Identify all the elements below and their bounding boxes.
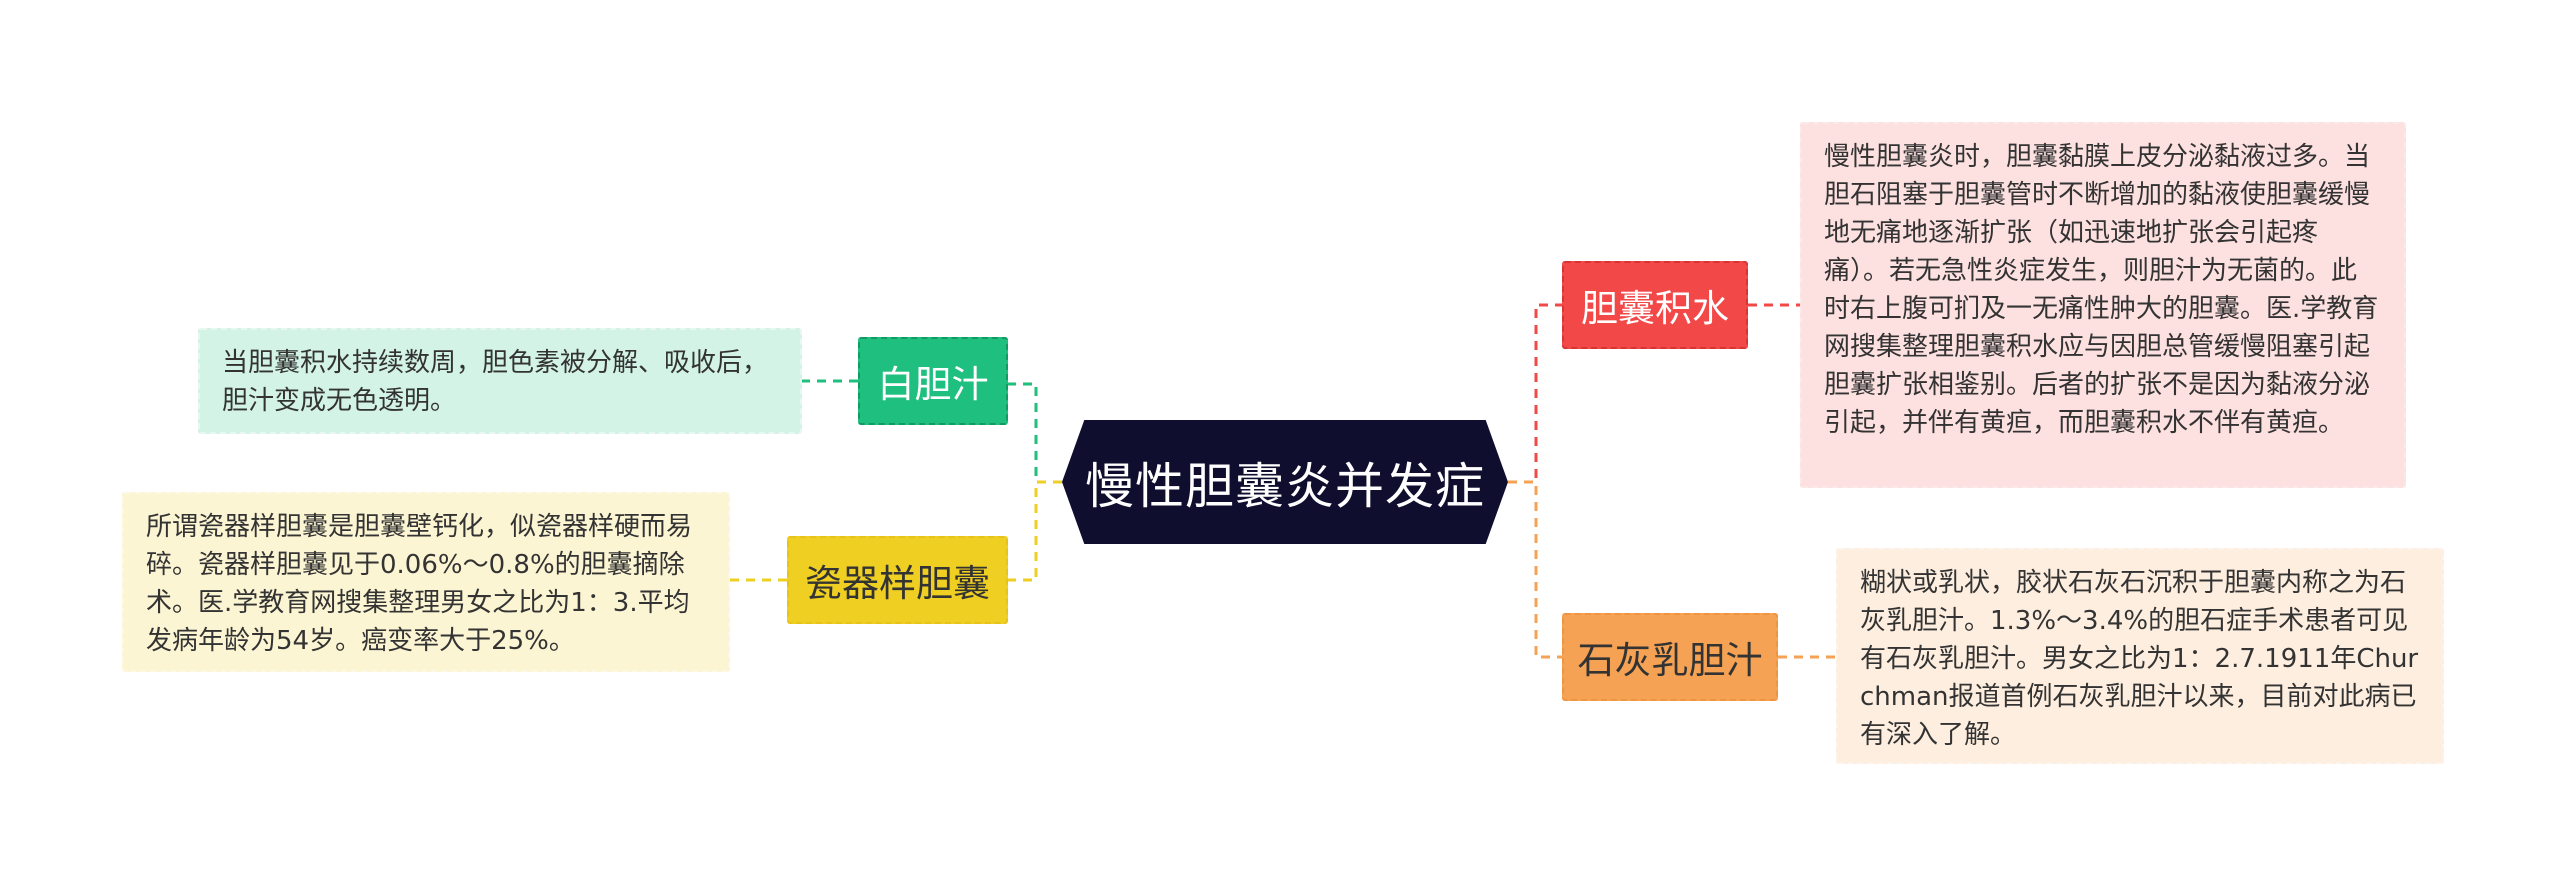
note-porcelain-gallbladder: 所谓瓷器样胆囊是胆囊壁钙化，似瓷器样硬而易碎。瓷器样胆囊见于0.06%～0.8%… <box>122 492 730 672</box>
central-topic-label: 慢性胆囊炎并发症 <box>1084 457 1485 515</box>
connector-center-porcelain <box>1008 480 1062 582</box>
note-milk-of-calcium-bile: 糊状或乳状，胶状石灰石沉积于胆囊内称之为石灰乳胆汁。1.3%～3.4%的胆石症手… <box>1836 548 2444 764</box>
connector-center-hydrops <box>1508 303 1562 484</box>
note-gallbladder-hydrops: 慢性胆囊炎时，胆囊黏膜上皮分泌黏液过多。当胆石阻塞于胆囊管时不断增加的黏液使胆囊… <box>1800 122 2406 488</box>
central-topic[interactable]: 慢性胆囊炎并发症 <box>1062 420 1508 544</box>
topic-gallbladder-hydrops[interactable]: 胆囊积水 <box>1562 261 1748 349</box>
note-white-bile-text: 当胆囊积水持续数周，胆色素被分解、吸收后，胆汁变成无色透明。 <box>222 348 769 416</box>
note-white-bile: 当胆囊积水持续数周，胆色素被分解、吸收后，胆汁变成无色透明。 <box>198 328 802 434</box>
topic-white-bile[interactable]: 白胆汁 <box>858 337 1008 425</box>
note-porcelain-gallbladder-text: 所谓瓷器样胆囊是胆囊壁钙化，似瓷器样硬而易碎。瓷器样胆囊见于0.06%～0.8%… <box>146 512 693 656</box>
connector-center-milk-of-calcium <box>1508 480 1562 659</box>
topic-milk-of-calcium-bile[interactable]: 石灰乳胆汁 <box>1562 613 1778 701</box>
topic-gallbladder-hydrops-label: 胆囊积水 <box>1581 287 1729 330</box>
note-milk-of-calcium-bile-text: 糊状或乳状，胶状石灰石沉积于胆囊内称之为石灰乳胆汁。1.3%～3.4%的胆石症手… <box>1860 568 2419 750</box>
topic-porcelain-gallbladder[interactable]: 瓷器样胆囊 <box>787 536 1008 624</box>
topic-white-bile-label: 白胆汁 <box>877 363 989 406</box>
topic-milk-of-calcium-bile-label: 石灰乳胆汁 <box>1577 639 1763 682</box>
note-gallbladder-hydrops-text: 慢性胆囊炎时，胆囊黏膜上皮分泌黏液过多。当胆石阻塞于胆囊管时不断增加的黏液使胆囊… <box>1824 142 2379 438</box>
topic-porcelain-gallbladder-label: 瓷器样胆囊 <box>805 562 990 605</box>
connector-center-white-bile <box>1008 382 1062 484</box>
